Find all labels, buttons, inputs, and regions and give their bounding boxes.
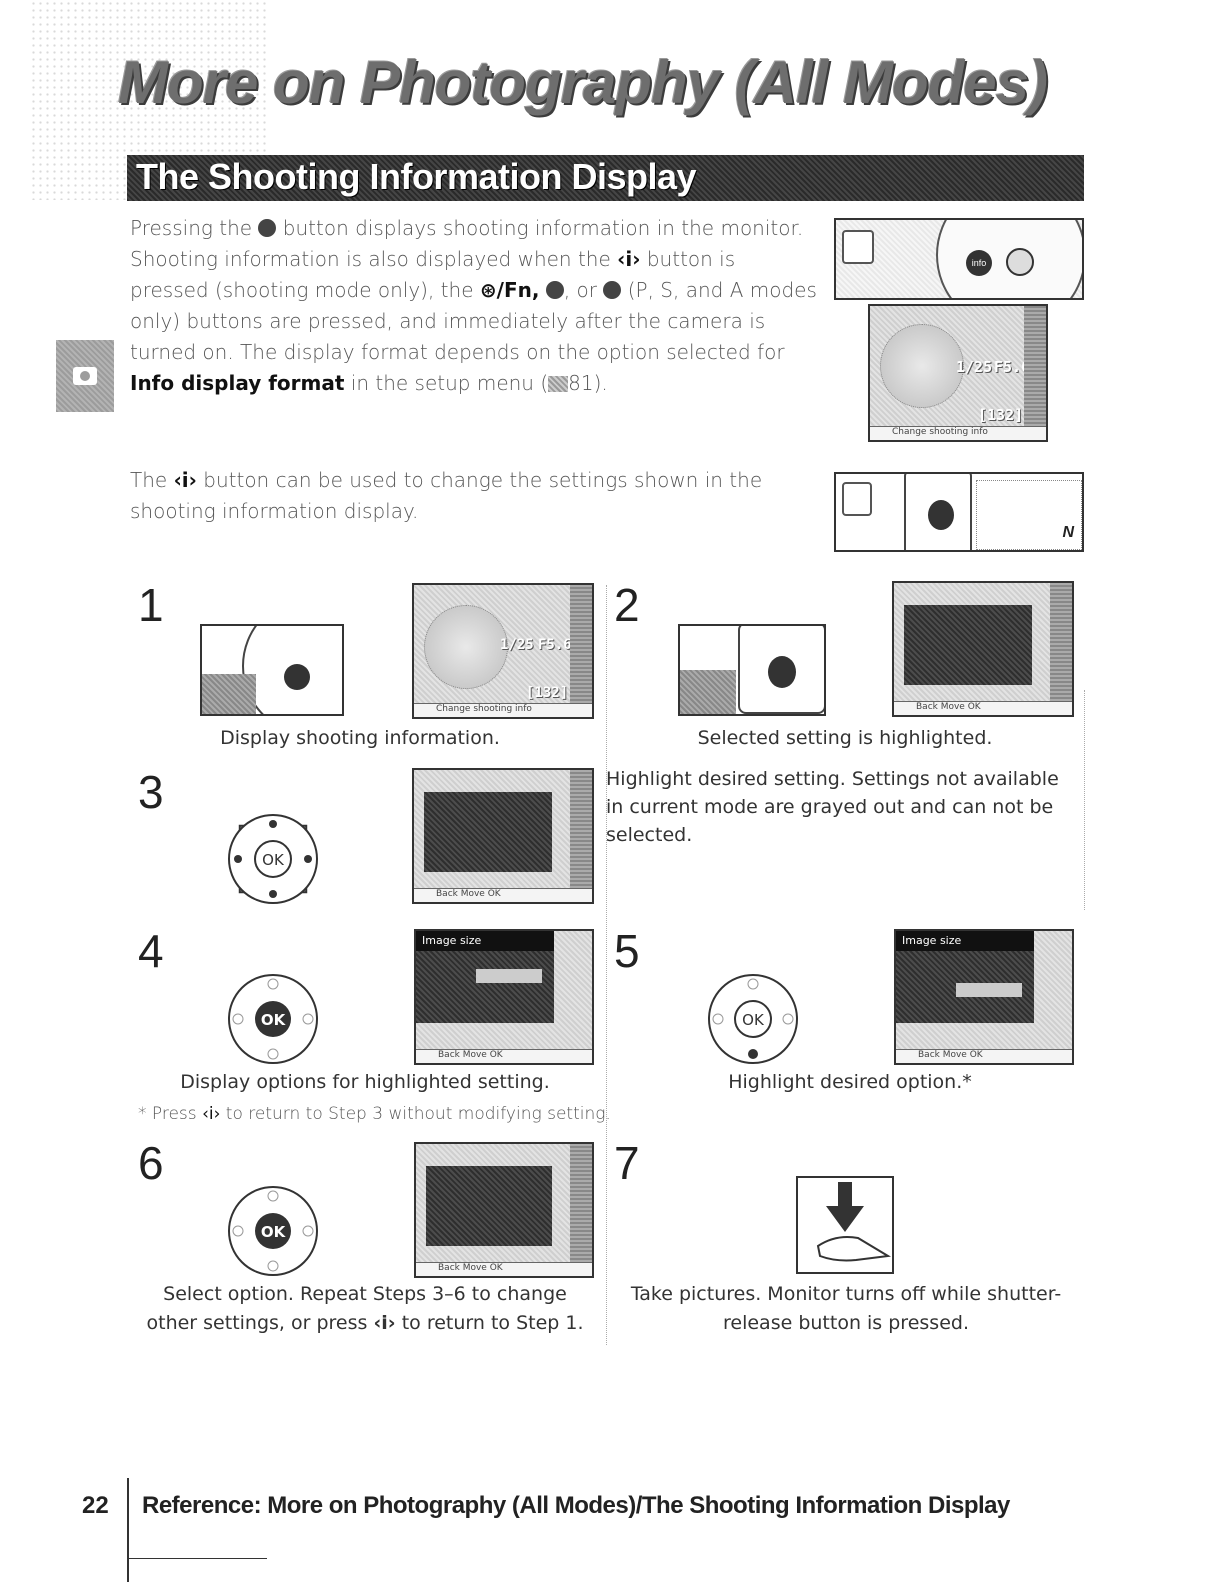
shooting-info-menu-screen: Back Move OK — [414, 1142, 594, 1278]
shutter-release-icon — [796, 1176, 894, 1274]
ok-button-label: OK — [261, 1011, 287, 1029]
menu-title: Image size — [416, 931, 554, 951]
display-footer: Back Move OK — [894, 701, 1072, 715]
multi-selector-icon: OK — [228, 1186, 318, 1276]
camera-n-label: N — [1062, 524, 1074, 541]
step-caption: Take pictures. Monitor turns off while s… — [630, 1283, 1062, 1334]
step-caption: Highlight desired option.* — [728, 1071, 972, 1093]
right-divider — [1084, 690, 1085, 910]
step-caption: Select option. Repeat Steps 3–6 to chang… — [146, 1283, 584, 1334]
page-reference-icon — [548, 376, 569, 392]
menu-title: Image size — [896, 931, 1034, 951]
step-number: 1 — [138, 579, 164, 631]
camera-icon — [73, 367, 97, 385]
display-footer: Back Move OK — [416, 1049, 592, 1063]
shooting-info-display-screen: 1/25 F5.6 [132] Change shooting info — [412, 583, 594, 719]
intro-paragraph-2: The ‹i› button can be used to change the… — [130, 468, 763, 523]
camera-info-button-illustration — [200, 624, 344, 716]
step-number: 3 — [138, 766, 164, 818]
multi-selector-icon: OK — [228, 814, 318, 904]
ok-button-label: OK — [742, 1011, 765, 1029]
shutter-speed-readout: 1/25 — [500, 637, 534, 653]
i-button-icon: ‹i› — [617, 247, 641, 271]
footer-underline — [127, 1558, 267, 1559]
footer-divider — [127, 1478, 129, 1582]
multi-selector-icon: OK — [228, 974, 318, 1064]
step-caption: Highlight desired setting. Settings not … — [606, 768, 1059, 846]
step-caption: Display options for highlighted setting. — [180, 1071, 550, 1093]
multi-selector-icon: OK — [708, 974, 798, 1064]
info-button-icon — [258, 219, 277, 237]
self-timer-icon: ⊛ — [479, 278, 497, 302]
step-number: 2 — [614, 579, 640, 631]
aperture-readout: F5.6 — [994, 358, 1031, 376]
ok-button-label: OK — [262, 851, 285, 869]
shooting-info-menu-screen: Back Move OK — [412, 768, 594, 904]
footnote: * Press ‹i› to return to Step 3 without … — [138, 1104, 611, 1124]
step-caption: Display shooting information. — [220, 727, 500, 749]
camera-i-button-illustration — [678, 624, 826, 716]
i-button-icon: ‹i› — [202, 1104, 221, 1124]
chapter-title: More on Photography (All Modes) — [118, 49, 1048, 116]
camera-i-button-illustration: N — [834, 472, 1084, 552]
info-display-format-term: Info display format — [130, 371, 345, 395]
display-footer: Back Move OK — [416, 1262, 592, 1276]
exposure-count-readout: [132] — [978, 406, 1024, 424]
i-button-icon: ‹i› — [373, 1312, 396, 1334]
step-number: 4 — [138, 925, 164, 977]
camera-info-button-illustration: info — [834, 218, 1084, 300]
display-footer: Back Move OK — [414, 888, 592, 902]
display-footer: Change shooting info — [414, 703, 592, 717]
step-number: 6 — [138, 1137, 164, 1189]
display-footer: Change shooting info — [870, 426, 1046, 440]
page-number: 22 — [82, 1492, 109, 1519]
ok-button-label: OK — [261, 1223, 287, 1241]
aperture-readout: F5.6 — [538, 637, 572, 653]
chapter-side-tab — [56, 340, 114, 412]
shooting-info-menu-screen: Back Move OK — [892, 581, 1074, 717]
footer-breadcrumb: Reference: More on Photography (All Mode… — [142, 1492, 1010, 1519]
exposure-comp-button-icon — [603, 281, 622, 299]
exposure-count-readout: [132] — [526, 685, 569, 701]
shooting-info-display-screen: 1/25 F5.6 [132] Change shooting info — [868, 304, 1048, 442]
section-title: The Shooting Information Display — [136, 156, 697, 197]
image-size-menu-screen: Image size Back Move OK — [414, 929, 594, 1065]
display-footer: Back Move OK — [896, 1049, 1072, 1063]
info-button: info — [966, 250, 992, 276]
intro-paragraph: Pressing the button displays shooting in… — [130, 216, 817, 395]
image-size-menu-screen: Image size Back Move OK — [894, 929, 1074, 1065]
step-number: 7 — [614, 1137, 640, 1189]
flash-button-icon — [545, 281, 564, 299]
shutter-speed-readout: 1/25 — [956, 358, 993, 376]
i-button-icon: ‹i› — [173, 468, 197, 492]
step-caption: Selected setting is highlighted. — [697, 727, 993, 749]
column-divider — [606, 585, 607, 1345]
section-title-bar — [127, 155, 1084, 201]
step-number: 5 — [614, 925, 640, 977]
